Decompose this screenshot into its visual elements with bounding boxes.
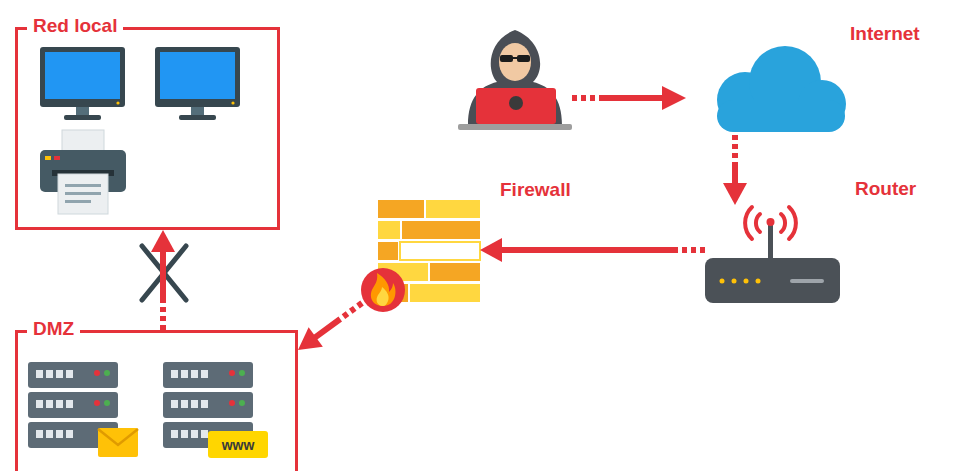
arrow-shaft [314,303,362,338]
network-region: DMZ [15,330,298,471]
mail-server-icon [28,362,138,457]
node-label: Router [855,178,916,200]
arrow-head [723,183,747,205]
node-label: Internet [850,23,920,45]
firewall-icon [361,200,480,312]
flow-arrow [298,303,362,350]
attacker-icon [458,30,572,130]
node-label: Firewall [500,179,571,201]
arrow-head [151,230,175,252]
flow-arrow [723,135,747,205]
arrow-shaft [732,135,738,185]
network-region: Red local [15,27,280,230]
node-label: DMZ [27,318,80,340]
firewall-node: Firewall [362,200,480,310]
badge-text: www [222,437,255,453]
web-server-icon [163,362,268,458]
printer-icon [40,130,126,214]
flow-arrow [151,230,175,330]
internet-node: Internet [700,45,845,135]
arrow-shaft [500,247,705,253]
cloud-icon [717,46,846,132]
monitor-icon [155,47,240,120]
arrow-head [480,238,502,262]
node-label: Red local [27,15,123,37]
attack-arrow [572,86,686,110]
router-icon [705,207,840,303]
arrow-shaft [160,250,166,330]
monitor-icon [40,47,125,120]
arrow-head [298,327,323,350]
router-node: Router [705,205,840,305]
flow-arrow [480,238,705,262]
